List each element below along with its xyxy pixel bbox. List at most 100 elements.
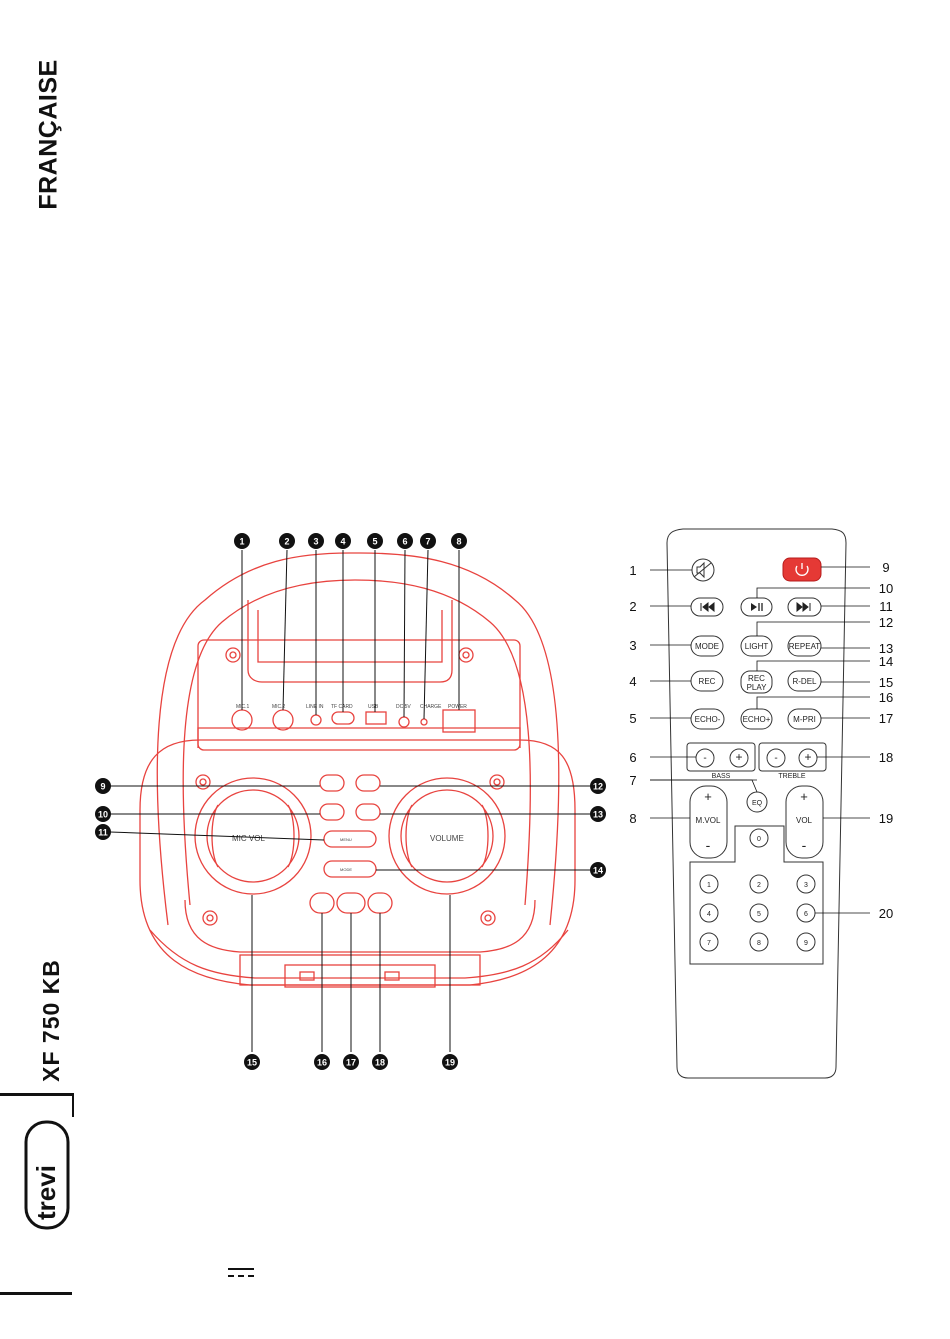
- echo-minus-button[interactable]: ECHO-: [690, 708, 725, 730]
- eq-button[interactable]: EQ: [746, 791, 768, 813]
- light-button[interactable]: LIGHT: [740, 635, 773, 657]
- digit-0-button[interactable]: 0: [749, 828, 769, 848]
- svg-text:VOLUME: VOLUME: [430, 834, 464, 843]
- mode-button[interactable]: MODE: [690, 635, 724, 657]
- speaker-callout-text: 12: [593, 782, 603, 792]
- digit-6-button-label: 6: [804, 911, 808, 918]
- speaker-callout-2: 2: [279, 533, 295, 549]
- treble-plus-button[interactable]: +: [798, 748, 818, 768]
- speaker-callout-9: 9: [95, 778, 111, 794]
- speaker-callout-text: 11: [98, 828, 108, 838]
- svg-text:MODE: MODE: [340, 867, 352, 872]
- speaker-callout-14: 14: [590, 862, 606, 878]
- repeat-button[interactable]: REPEAT: [787, 635, 822, 657]
- speaker-callout-text: 14: [593, 866, 603, 876]
- prev-button[interactable]: [690, 597, 724, 617]
- rec-play-button-label: PLAY: [747, 683, 768, 692]
- svg-text:USB: USB: [368, 704, 379, 710]
- speaker-callout-text: 1: [239, 537, 244, 547]
- digit-4-button[interactable]: 4: [699, 903, 719, 923]
- digit-1-button[interactable]: 1: [699, 874, 719, 894]
- svg-text:MIC VOL: MIC VOL: [232, 834, 265, 843]
- remote-callout-4: 4: [629, 674, 636, 689]
- remote-callout-17: 17: [879, 711, 893, 726]
- speaker-callout-text: 6: [402, 537, 407, 547]
- svg-text:CHARGE: CHARGE: [420, 704, 442, 710]
- remote-callout-3: 3: [629, 638, 636, 653]
- remote-callout-2: 2: [629, 599, 636, 614]
- bass-minus-button-label: -: [703, 753, 706, 764]
- speaker-callout-text: 8: [456, 537, 461, 547]
- next-button[interactable]: [787, 597, 822, 617]
- treble-minus-button-label: -: [774, 753, 777, 764]
- digit-9-button[interactable]: 9: [796, 932, 816, 952]
- remote-callout-12: 12: [879, 615, 893, 630]
- speaker-callout-19: 19: [442, 1054, 458, 1070]
- speaker-callout-text: 3: [313, 537, 318, 547]
- remote-callout-16: 16: [879, 690, 893, 705]
- treble-label: TREBLE: [778, 773, 806, 780]
- digit-6-button[interactable]: 6: [796, 903, 816, 923]
- m-pri-button[interactable]: M-PRI: [787, 708, 822, 730]
- divider-vertical: [72, 1093, 74, 1117]
- speaker-callout-18: 18: [372, 1054, 388, 1070]
- svg-text:MIC.1: MIC.1: [236, 704, 250, 710]
- svg-text:trevi: trevi: [31, 1165, 61, 1220]
- digit-3-button-label: 3: [804, 882, 808, 889]
- mute-button[interactable]: [691, 558, 715, 582]
- previous-icon: [700, 601, 715, 613]
- remote-callout-7: 7: [629, 773, 636, 788]
- svg-text:POWER: POWER: [448, 704, 467, 710]
- bass-plus-button[interactable]: +: [729, 748, 749, 768]
- mvol-minus[interactable]: -: [706, 837, 711, 853]
- speaker-callout-17: 17: [343, 1054, 359, 1070]
- digit-3-button[interactable]: 3: [796, 874, 816, 894]
- speaker-callout-3: 3: [308, 533, 324, 549]
- r-del-button[interactable]: R-DEL: [787, 670, 822, 692]
- light-button-label: LIGHT: [745, 642, 769, 651]
- digit-8-button[interactable]: 8: [749, 932, 769, 952]
- next-icon: [796, 601, 811, 613]
- rec-button[interactable]: REC: [690, 670, 724, 692]
- speaker-callout-1: 1: [234, 533, 250, 549]
- bass-minus-button[interactable]: -: [695, 748, 715, 768]
- mvol-label[interactable]: M.VOL: [696, 816, 721, 825]
- svg-text:MIC.2: MIC.2: [272, 704, 286, 710]
- remote-callout-5: 5: [629, 711, 636, 726]
- vol-plus[interactable]: +: [800, 789, 808, 804]
- speaker-callout-text: 10: [98, 810, 108, 820]
- echo-plus-button[interactable]: ECHO+: [740, 708, 773, 730]
- vol-minus[interactable]: -: [802, 837, 807, 853]
- speaker-callout-text: 4: [340, 537, 345, 547]
- m-pri-button-label: M-PRI: [793, 715, 816, 724]
- mvol-plus[interactable]: +: [704, 789, 712, 804]
- speaker-callout-5: 5: [367, 533, 383, 549]
- dc-symbol-icon: [228, 1268, 254, 1277]
- speaker-callout-text: 17: [346, 1058, 356, 1068]
- play-pause-button[interactable]: [740, 597, 773, 617]
- treble-minus-button[interactable]: -: [766, 748, 786, 768]
- digit-7-button[interactable]: 7: [699, 932, 719, 952]
- remote-callout-8: 8: [629, 811, 636, 826]
- speaker-callout-10: 10: [95, 806, 111, 822]
- svg-text:MENU: MENU: [340, 837, 352, 842]
- remote-callout-9: 9: [882, 560, 889, 575]
- digit-8-button-label: 8: [757, 940, 761, 947]
- remote-callout-11: 11: [879, 599, 893, 614]
- digit-5-button[interactable]: 5: [749, 903, 769, 923]
- remote-callout-19: 19: [879, 811, 893, 826]
- power-button[interactable]: [782, 557, 822, 582]
- speaker-leaders: [109, 549, 590, 1052]
- digit-2-button[interactable]: 2: [749, 874, 769, 894]
- remote-callout-20: 20: [879, 906, 893, 921]
- vol-label[interactable]: VOL: [796, 816, 813, 825]
- echo-minus-button-label: ECHO-: [695, 715, 721, 724]
- play-pause-icon: [751, 603, 757, 611]
- remote-callout-13: 13: [879, 641, 893, 656]
- speaker-callout-text: 7: [425, 537, 430, 547]
- speaker-callout-text: 13: [593, 810, 603, 820]
- speaker-callout-text: 5: [372, 537, 377, 547]
- speaker-callout-16: 16: [314, 1054, 330, 1070]
